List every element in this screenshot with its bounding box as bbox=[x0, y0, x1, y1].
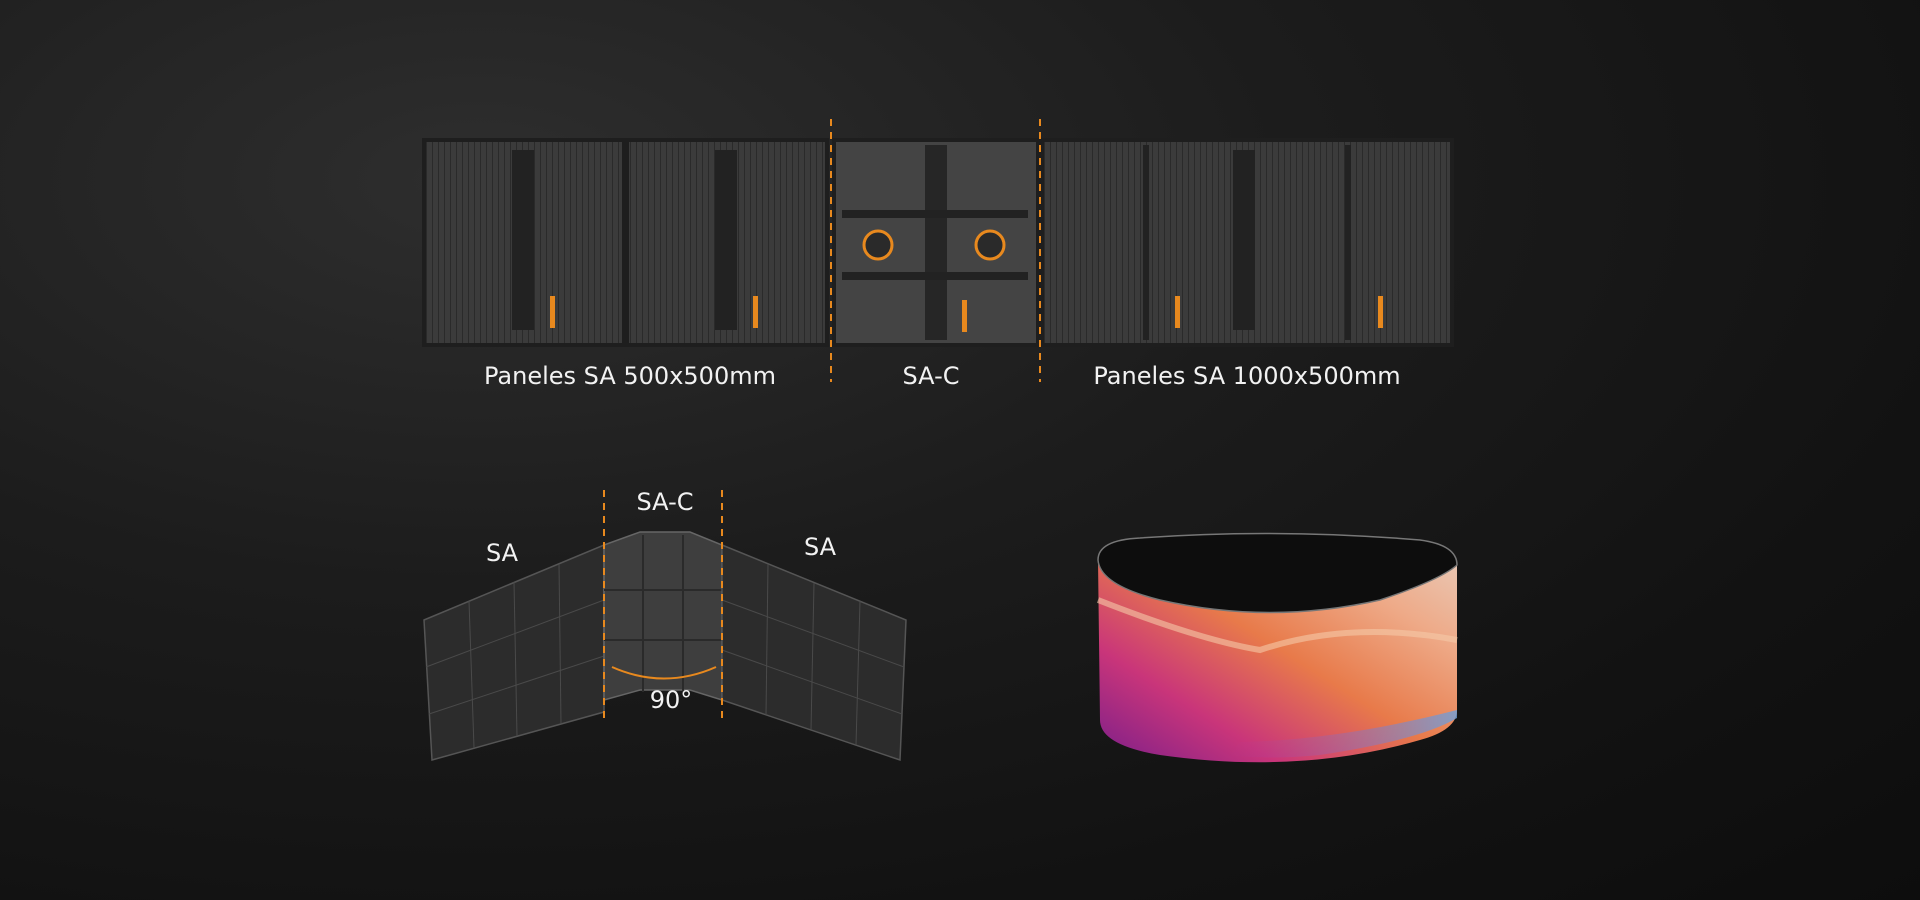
label-angle: 90° bbox=[649, 686, 693, 714]
label-sa-left: SA bbox=[485, 539, 519, 567]
sa-500-panel bbox=[422, 138, 626, 347]
sa-right-wall bbox=[721, 543, 907, 762]
label-sa-c: SA-C bbox=[902, 362, 960, 390]
corner-configuration bbox=[423, 490, 907, 762]
sa-left-wall bbox=[423, 543, 605, 761]
sa-1000-panel bbox=[1040, 138, 1454, 347]
label-sa-right: SA bbox=[803, 533, 837, 561]
sa-c-curved-panel bbox=[603, 531, 723, 702]
sa-500-panel bbox=[625, 138, 829, 347]
angle-arc bbox=[611, 666, 717, 680]
curved-led-cylinder bbox=[1096, 532, 1458, 763]
label-sa-500-panels: Paneles SA 500x500mm bbox=[484, 362, 776, 390]
label-sa-1000-panels: Paneles SA 1000x500mm bbox=[1093, 362, 1401, 390]
sa-c-panel bbox=[832, 138, 1040, 347]
label-sa-c-corner: SA-C bbox=[636, 488, 694, 516]
panel-strip bbox=[422, 119, 1454, 382]
